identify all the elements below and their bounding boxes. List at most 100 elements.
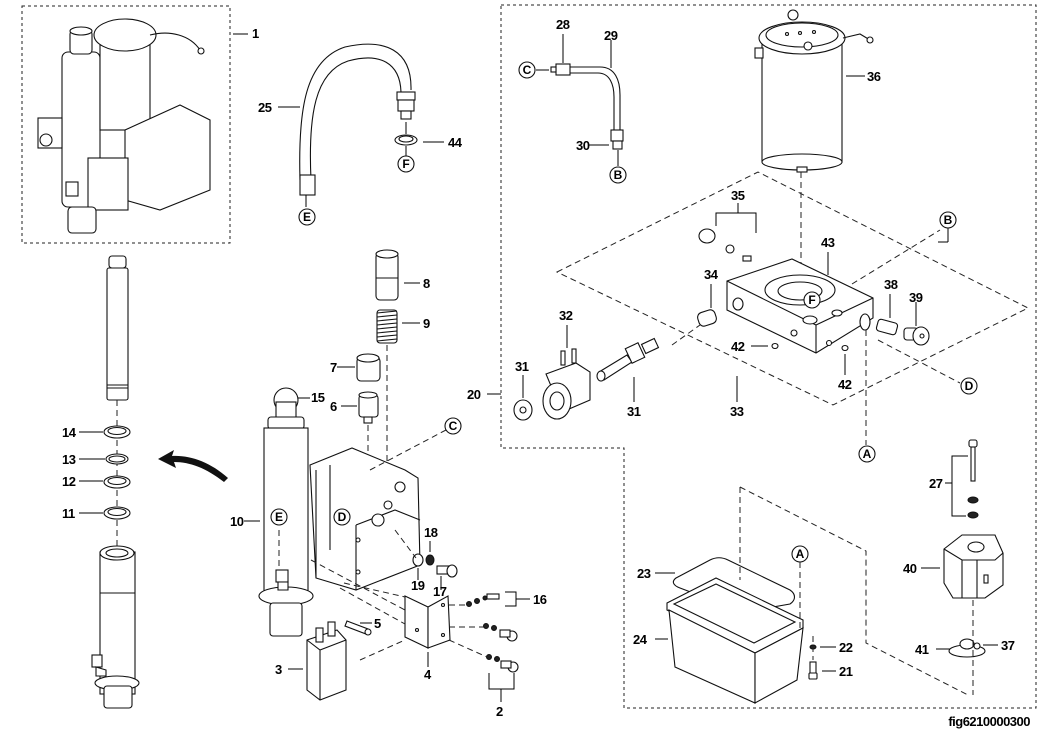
part-label-15: 15 xyxy=(311,390,325,405)
valve-block-3 xyxy=(306,621,347,701)
figure-id: fig6210000300 xyxy=(948,714,1030,729)
part-label-10: 10 xyxy=(230,514,244,529)
marker-E-hose: E xyxy=(298,208,316,226)
part-label-28: 28 xyxy=(556,17,570,32)
part-label-12: 12 xyxy=(62,474,76,489)
washer-18 xyxy=(425,554,435,566)
part-1-assembly xyxy=(37,18,211,234)
tube-29 xyxy=(550,63,624,150)
marker-C-bracket: C xyxy=(444,417,462,435)
motor-36 xyxy=(754,9,874,173)
valve-6 xyxy=(358,391,379,424)
seal-12 xyxy=(103,475,131,489)
part-label-36: 36 xyxy=(867,69,881,84)
svg-text:F: F xyxy=(808,293,815,307)
part-label-5: 5 xyxy=(374,616,381,631)
pin-5 xyxy=(344,620,372,636)
valve-stem-31 xyxy=(596,337,660,382)
svg-text:E: E xyxy=(275,510,283,524)
part-label-34: 34 xyxy=(704,267,719,282)
washer-44 xyxy=(394,134,418,146)
assembly-1-box xyxy=(21,5,231,244)
check-valve-34 xyxy=(697,309,717,327)
svg-text:F: F xyxy=(402,157,409,171)
marker-A-reservoir: A xyxy=(791,545,809,563)
hose-25 xyxy=(299,43,416,196)
part-label-27: 27 xyxy=(929,476,943,491)
part-label-38: 38 xyxy=(884,277,898,292)
bolt-set-27 xyxy=(967,439,979,519)
part-label-31b: 31 xyxy=(627,404,641,419)
part-label-22: 22 xyxy=(839,640,853,655)
marker-B-tube: B xyxy=(609,166,627,184)
part-label-3: 3 xyxy=(275,662,282,677)
marker-D-bracket: D xyxy=(333,508,351,526)
cylinder-tube xyxy=(91,545,140,709)
marker-E-cylinder: E xyxy=(270,508,288,526)
angle-bracket-4 xyxy=(404,595,451,649)
plug-42a xyxy=(771,342,779,350)
part-label-19: 19 xyxy=(411,578,425,593)
assembly-20-box xyxy=(500,4,1037,709)
part-label-33: 33 xyxy=(730,404,744,419)
reservoir-24 xyxy=(666,577,804,704)
svg-text:A: A xyxy=(796,547,805,561)
mounting-bracket xyxy=(309,447,421,591)
part-label-20: 20 xyxy=(467,387,481,402)
part-label-44: 44 xyxy=(448,135,463,150)
marker-D-manifold: D xyxy=(960,377,978,395)
nut-31 xyxy=(513,399,533,421)
svg-text:C: C xyxy=(523,63,532,77)
part-label-2: 2 xyxy=(496,704,503,719)
marker-B-manifold: B xyxy=(939,211,957,229)
plug-39 xyxy=(903,326,930,346)
svg-text:D: D xyxy=(338,510,347,524)
part-label-41: 41 xyxy=(915,642,929,657)
part-label-4: 4 xyxy=(424,667,432,682)
part-label-21: 21 xyxy=(839,664,853,679)
part-label-40: 40 xyxy=(903,561,917,576)
bolt-17 xyxy=(436,564,458,578)
part-label-35: 35 xyxy=(731,188,745,203)
part-label-18: 18 xyxy=(424,525,438,540)
plug-35 xyxy=(698,228,752,262)
svg-text:B: B xyxy=(614,168,623,182)
part-label-11: 11 xyxy=(62,506,75,521)
part-label-24: 24 xyxy=(633,632,648,647)
screw-21 xyxy=(808,661,818,680)
part-label-13: 13 xyxy=(62,452,76,467)
part-label-7: 7 xyxy=(330,360,337,375)
svg-text:D: D xyxy=(965,379,974,393)
part-label-23: 23 xyxy=(637,566,651,581)
part-label-25: 25 xyxy=(258,100,272,115)
oring-13 xyxy=(105,453,129,465)
gear-pump-40 xyxy=(943,534,1004,599)
gasket-23 xyxy=(672,557,796,613)
svg-text:A: A xyxy=(863,447,872,461)
svg-text:E: E xyxy=(303,210,311,224)
cartridge-8 xyxy=(375,249,399,301)
part-label-16: 16 xyxy=(533,592,547,607)
cylinder-10 xyxy=(258,387,314,637)
part-label-9: 9 xyxy=(423,316,430,331)
part-label-1: 1 xyxy=(252,26,259,41)
coupling-41 xyxy=(948,638,986,658)
solenoid-coil-32 xyxy=(542,348,591,420)
part-label-32: 32 xyxy=(559,308,573,323)
seal-11 xyxy=(103,506,131,520)
part-label-14: 14 xyxy=(62,425,77,440)
piston-rod xyxy=(106,255,129,401)
valve-38 xyxy=(875,318,899,336)
part-label-42b: 42 xyxy=(838,377,852,392)
marker-F-manifold: F xyxy=(803,291,821,309)
marker-C-tube: C xyxy=(518,61,536,79)
part-label-37: 37 xyxy=(1001,638,1015,653)
part-label-8: 8 xyxy=(423,276,430,291)
part-label-39: 39 xyxy=(909,290,923,305)
part-label-42a: 42 xyxy=(731,339,745,354)
direction-arrow-icon xyxy=(158,450,228,482)
spring-9 xyxy=(376,309,398,344)
svg-text:B: B xyxy=(944,213,953,227)
screw-set-16 xyxy=(466,593,518,642)
